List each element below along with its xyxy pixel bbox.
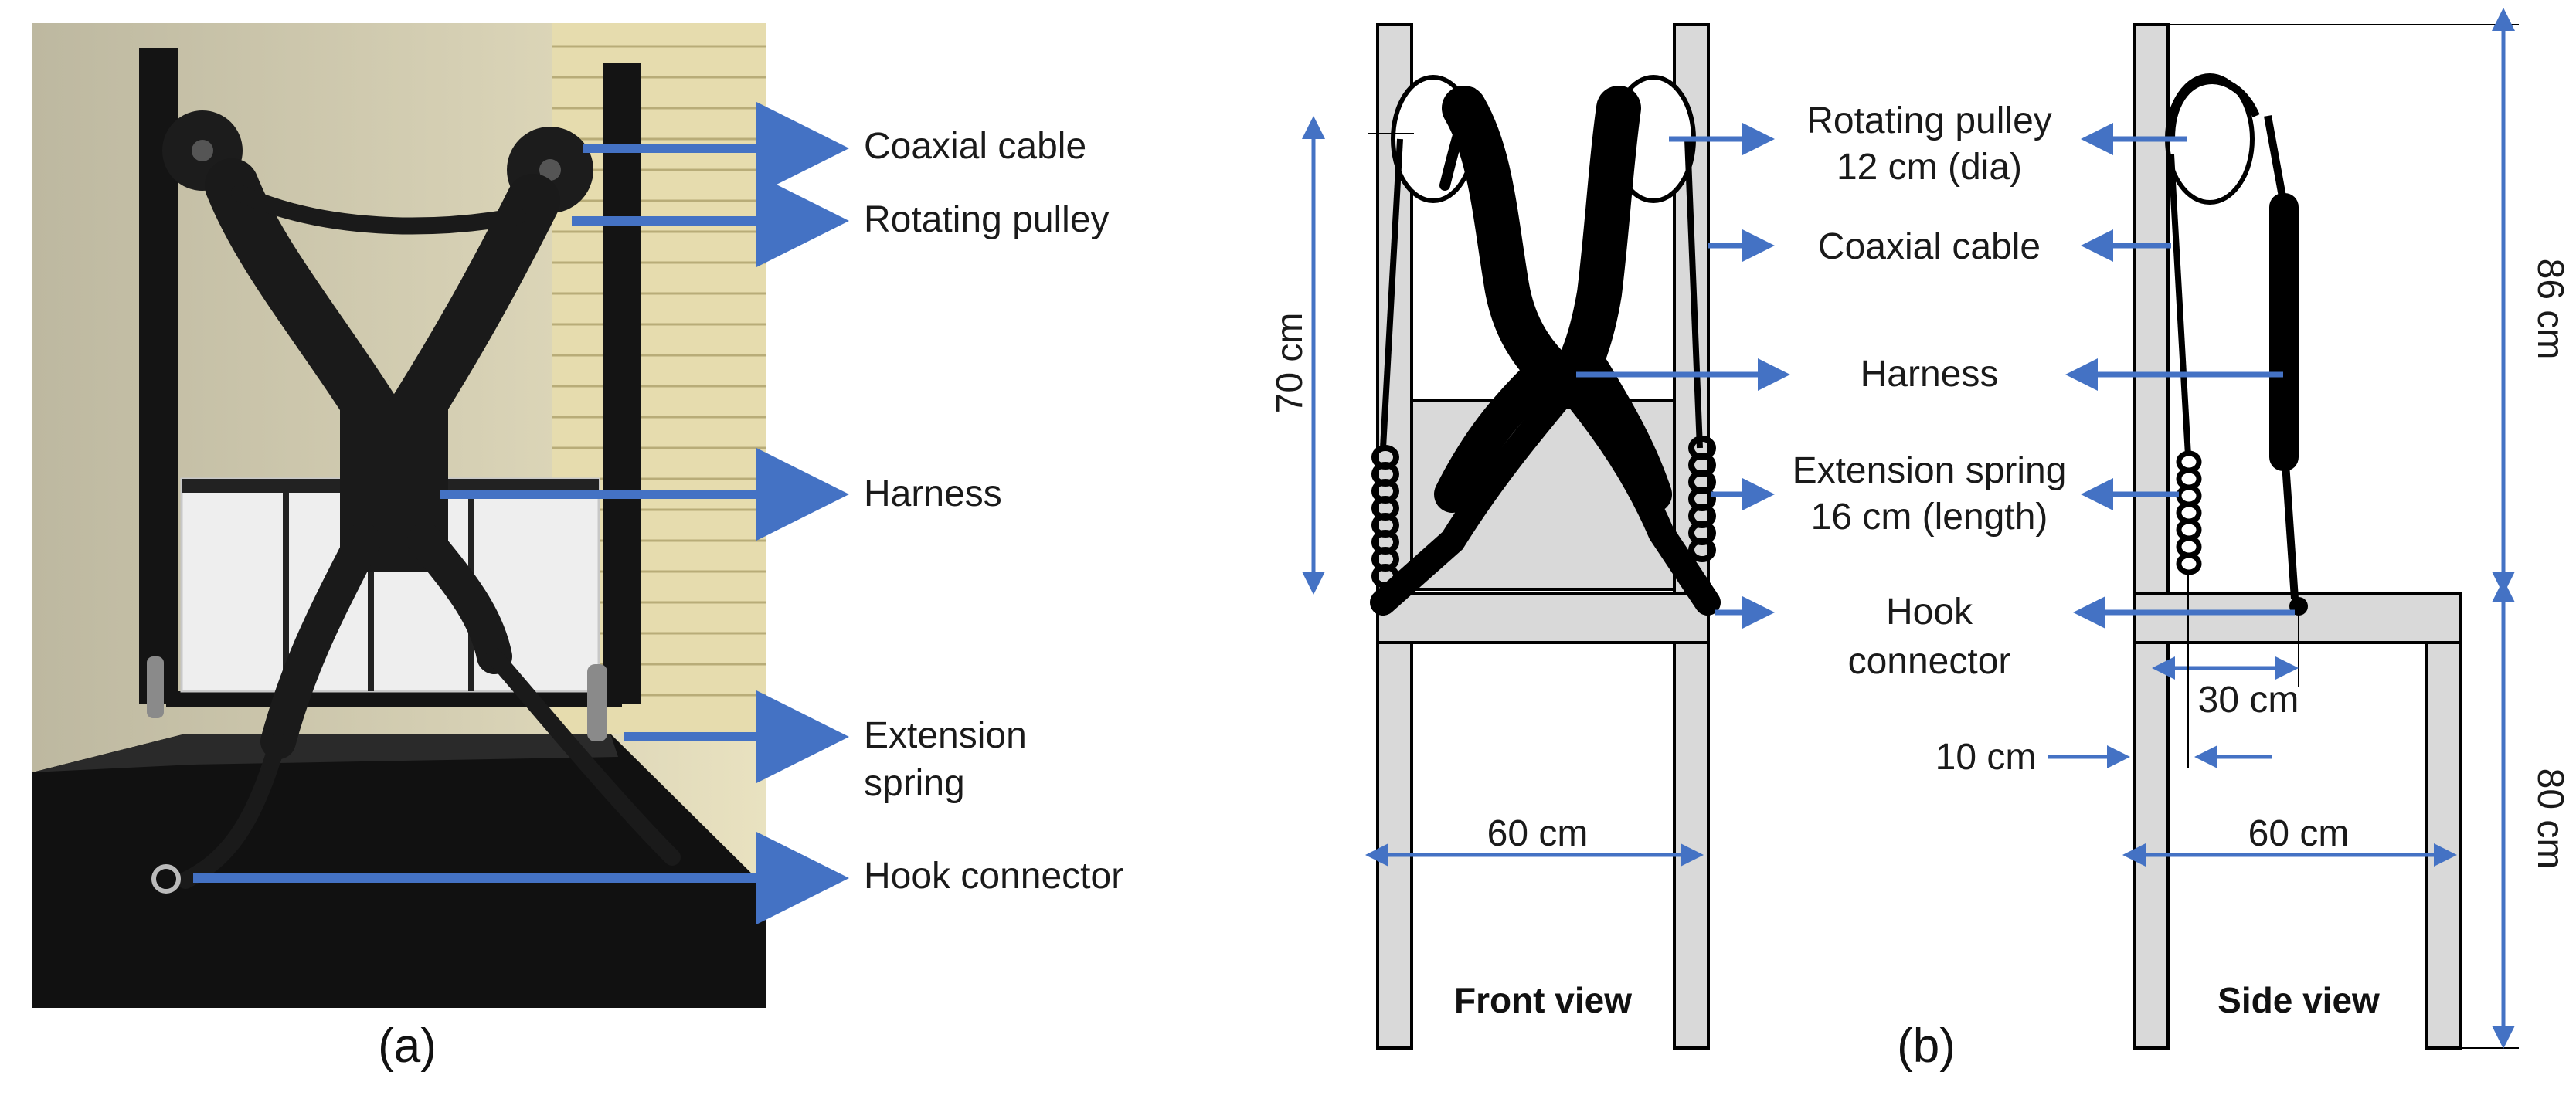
dim-spring-offset: 30 cm xyxy=(2198,680,2299,721)
side-harness xyxy=(2269,193,2299,471)
caption-a: (a) xyxy=(378,1019,437,1073)
caption-b: (b) xyxy=(1897,1019,1956,1073)
photo-label-extension-spring-line2: spring xyxy=(864,763,965,804)
front-right-cable xyxy=(1684,138,1703,449)
front-harness xyxy=(1370,86,1721,616)
side-back-post xyxy=(2133,23,2170,1050)
diagram-arrows xyxy=(1576,123,2295,629)
side-view-title: Side view xyxy=(2217,980,2380,1020)
dim-leg-height: 80 cm xyxy=(2530,768,2571,870)
photo-cross-bar xyxy=(166,691,622,707)
photo-arrows xyxy=(193,102,849,924)
table-edge xyxy=(32,734,618,772)
diagram-label-coaxial-cable: Coaxial cable xyxy=(1818,226,2041,267)
front-left-spring xyxy=(1371,445,1399,589)
side-cable xyxy=(2168,154,2191,456)
photo-label-harness: Harness xyxy=(864,473,1002,514)
front-view: 70 cm 60 cm Front view xyxy=(1269,23,1721,1050)
front-seat xyxy=(1376,592,1710,644)
photo-label-rotating-pulley: Rotating pulley xyxy=(864,199,1110,240)
dim-leg-width: 10 cm xyxy=(1935,737,2037,778)
table-top xyxy=(32,734,766,1008)
photo-panel xyxy=(32,23,766,1008)
photo-harness xyxy=(177,158,681,889)
side-front-leg xyxy=(2425,592,2462,1050)
photo-label-extension-spring-line1: Extension xyxy=(864,715,1027,756)
dim-side-width: 60 cm xyxy=(2248,813,2350,854)
side-cable-arc xyxy=(2167,76,2260,140)
diagram-label-hook-connector-line1: Hook xyxy=(1886,592,1973,633)
front-left-hook xyxy=(1374,597,1392,616)
dim-upper-height: 86 cm xyxy=(2530,259,2571,360)
front-right-hook xyxy=(1698,597,1717,616)
photo-label-coaxial-cable: Coaxial cable xyxy=(864,126,1086,167)
diagram-label-rotating-pulley-line2: 12 cm (dia) xyxy=(1837,147,2022,188)
photo-hook xyxy=(151,864,181,894)
photo-left-spring xyxy=(147,656,164,718)
dim-front-width: 60 cm xyxy=(1487,813,1589,854)
photo-label-hook-connector: Hook connector xyxy=(864,856,1123,897)
dim-harness-height: 70 cm xyxy=(1269,313,1310,414)
diagram-label-harness: Harness xyxy=(1861,354,1999,395)
diagram-label-rotating-pulley-line1: Rotating pulley xyxy=(1806,100,2052,141)
diagram-label-extension-spring-line2: 16 cm (length) xyxy=(1811,497,2048,538)
photo-right-post xyxy=(603,63,641,704)
diagram-label-extension-spring-line1: Extension spring xyxy=(1793,450,2067,491)
side-spring xyxy=(2176,450,2202,575)
diagram-label-hook-connector-line2: connector xyxy=(1848,641,2011,682)
side-view: 86 cm 80 cm 30 cm 10 cm 60 cm Side view xyxy=(1935,7,2571,1050)
front-right-spring xyxy=(1688,436,1716,562)
front-left-cable xyxy=(1380,138,1403,449)
photo-extension-spring xyxy=(587,664,607,741)
front-view-title: Front view xyxy=(1454,980,1632,1020)
